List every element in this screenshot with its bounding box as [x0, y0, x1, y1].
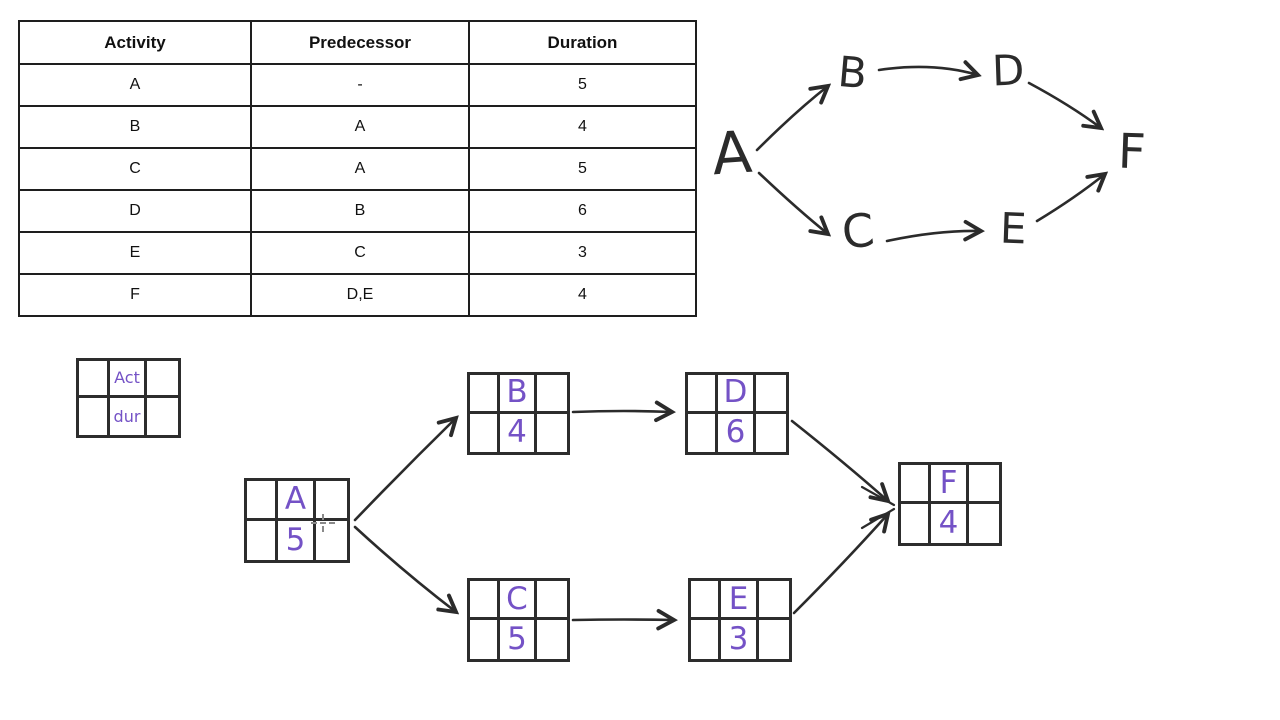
cell-duration: 4 [468, 273, 697, 317]
sketch-node-F: F [1117, 123, 1147, 181]
table-row: B A 4 [18, 105, 697, 149]
pdm-edge-E-F [792, 514, 888, 615]
crosshair-vertical [322, 514, 324, 532]
sketch-edge-B-D [877, 67, 978, 75]
pdm-legend-box: Act dur [76, 358, 181, 438]
node-duration-value: 5 [278, 520, 316, 560]
sketch-edge-E-F [1035, 174, 1105, 223]
header-activity: Activity [18, 20, 252, 65]
cell-duration: 6 [468, 189, 697, 233]
cell-activity: F [18, 273, 252, 317]
pdm-arrowhead-stroke [860, 507, 896, 530]
cell-activity: D [18, 189, 252, 233]
node-duration-value: 3 [721, 620, 759, 659]
pdm-edge-D-F [790, 419, 888, 501]
sketch-node-E: E [999, 203, 1028, 254]
sketch-node-C: C [839, 202, 877, 260]
node-activity-label: E [721, 581, 759, 620]
table-row: F D,E 4 [18, 273, 697, 317]
cell-predecessor: B [250, 189, 470, 233]
legend-activity-label: Act [109, 361, 148, 398]
cell-predecessor: A [250, 105, 470, 149]
header-predecessor: Predecessor [250, 20, 470, 65]
cell-duration: 4 [468, 105, 697, 149]
pdm-node-E: E 3 [688, 578, 792, 662]
sketch-edge-D-F [1027, 81, 1101, 128]
pdm-edge-A-B [353, 418, 456, 522]
table-header-row: Activity Predecessor Duration [18, 20, 697, 65]
pdm-node-A: A 5 [244, 478, 350, 563]
pdm-node-D: D 6 [685, 372, 789, 455]
sketch-node-D: D [991, 45, 1026, 96]
cell-predecessor: - [250, 63, 470, 107]
header-duration: Duration [468, 20, 697, 65]
sketch-node-A: A [709, 117, 755, 189]
node-duration-value: 5 [500, 620, 537, 659]
pdm-arrowhead-stroke [860, 485, 896, 507]
cell-activity: A [18, 63, 252, 107]
pdm-node-C: C 5 [467, 578, 570, 662]
pdm-node-F: F 4 [898, 462, 1002, 546]
cell-duration: 3 [468, 231, 697, 275]
pdm-edge-A-C [353, 525, 456, 612]
cell-predecessor: D,E [250, 273, 470, 317]
cell-predecessor: A [250, 147, 470, 191]
cell-predecessor: C [250, 231, 470, 275]
legend-duration-label: dur [110, 398, 148, 435]
pdm-node-B: B 4 [467, 372, 570, 455]
table-row: A - 5 [18, 63, 697, 107]
node-activity-label: A [278, 481, 316, 521]
cell-duration: 5 [468, 147, 697, 191]
sketch-edge-C-E [885, 231, 981, 243]
drawing-cursor-crosshair [311, 514, 335, 532]
table-row: E C 3 [18, 231, 697, 275]
node-activity-label: C [500, 581, 537, 620]
cell-activity: E [18, 231, 252, 275]
node-duration-value: 6 [718, 413, 756, 452]
pdm-edge-B-D [571, 411, 672, 412]
sketch-node-B: B [835, 46, 869, 99]
table-row: C A 5 [18, 147, 697, 191]
node-activity-label: B [500, 375, 537, 414]
cell-activity: C [18, 147, 252, 191]
node-duration-value: 4 [931, 504, 969, 543]
node-duration-value: 4 [500, 413, 537, 452]
sketch-edge-A-B [755, 86, 828, 152]
pdm-edge-C-E [571, 620, 674, 621]
node-activity-label: F [931, 465, 969, 504]
cell-duration: 5 [468, 63, 697, 107]
activity-table: Activity Predecessor Duration A - 5 B A … [18, 20, 697, 317]
sketch-edge-A-C [757, 171, 828, 234]
table-row: D B 6 [18, 189, 697, 233]
node-activity-label: D [718, 375, 756, 414]
cell-activity: B [18, 105, 252, 149]
